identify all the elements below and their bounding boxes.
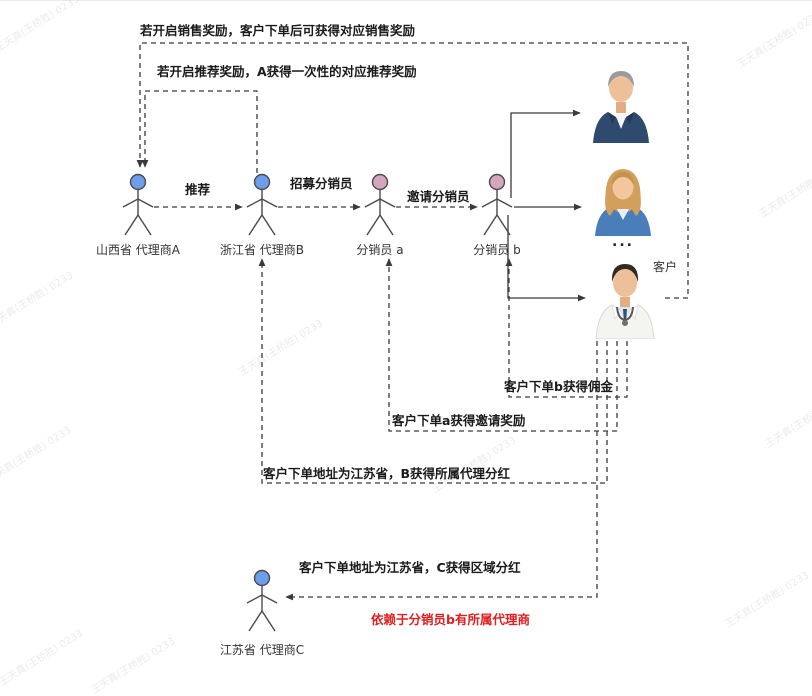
actor-head — [488, 173, 506, 191]
annotation-region-dividend-c: 客户下单地址为江苏省，C获得区域分红 — [299, 560, 521, 575]
customers-ellipsis: ... — [612, 234, 634, 250]
edge-invite-reward-to-a — [385, 258, 618, 432]
annotation-dependency-note: 依赖于分销员b有所属代理商 — [371, 612, 530, 627]
annotation-agent-dividend-b: 客户下单地址为江苏省，B获得所属代理分红 — [263, 466, 511, 481]
actor-agent-c-label: 江苏省 代理商C — [219, 643, 305, 657]
actor-agent-c — [238, 569, 286, 639]
edge-label-recommend: 推荐 — [185, 182, 211, 197]
edge-sales-reward-loop — [136, 42, 689, 299]
edge-b-to-customer-1 — [510, 109, 581, 198]
actor-distributor-b-label: 分销员 b — [473, 243, 521, 257]
actor-agent-a-label: 山西省 代理商A — [95, 243, 181, 257]
actor-agent-a — [114, 173, 162, 243]
actor-distributor-a — [356, 173, 404, 243]
customer-businessman-icon — [586, 61, 656, 147]
actor-head — [253, 569, 271, 587]
annotation-commission-b: 客户下单b获得佣金 — [504, 379, 613, 394]
connector-layer — [136, 42, 689, 601]
edge-agent-dividend-to-B — [258, 258, 608, 484]
annotation-sales-reward: 若开启销售奖励，客户下单后可获得对应销售奖励 — [140, 23, 416, 38]
edge-label-invite: 邀请分销员 — [407, 189, 470, 204]
actor-head — [371, 173, 389, 191]
actor-head — [129, 173, 147, 191]
customer-businesswoman-icon — [588, 158, 658, 240]
actor-distributor-a-label: 分销员 a — [356, 243, 404, 257]
actor-agent-b-label: 浙江省 代理商B — [219, 243, 305, 257]
customer-label: 客户 — [653, 260, 678, 274]
edge-label-recruit: 招募分销员 — [290, 176, 353, 191]
edge-region-dividend-to-C — [285, 341, 598, 601]
edge-b-to-customer-3 — [507, 215, 586, 302]
edge-commission-to-b — [505, 258, 628, 398]
edge-referral-reward-loop — [141, 90, 258, 173]
actor-distributor-b — [473, 173, 521, 243]
actor-agent-b — [238, 173, 286, 243]
customer-doctor-icon — [590, 255, 660, 343]
annotation-invite-reward-a: 客户下单a获得邀请奖励 — [392, 413, 526, 428]
actor-head — [253, 173, 271, 191]
annotation-referral-reward: 若开启推荐奖励，A获得一次性的对应推荐奖励 — [157, 64, 417, 79]
